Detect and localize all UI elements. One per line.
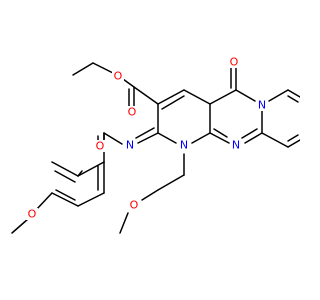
atom-o-ketone: O	[230, 56, 239, 69]
bond-ch2-ch2	[157, 174, 185, 191]
bond-c2-n-exo-b	[135, 127, 155, 139]
molecule-svg: O O O N N N N O O O	[11, 56, 300, 234]
atom-o-methoxy-ethyl: O	[130, 199, 139, 212]
bond-c11a-n11-b	[241, 128, 258, 139]
bond-aryl-6	[51, 192, 79, 207]
bond-o-methyl-aryl	[11, 218, 29, 234]
bond-c10a-n-inner	[213, 128, 228, 138]
bond-n1-c2	[157, 132, 177, 144]
bond-c11a-c10	[261, 132, 289, 148]
bond-ethyl-ch2-o	[92, 62, 114, 74]
bond-c7-c8	[287, 89, 300, 98]
atom-n-exo-imine: N	[126, 139, 134, 152]
bond-n-exo-carbonyl	[103, 132, 123, 145]
atom-o-ester-carbonyl: O	[128, 106, 137, 119]
bond-c10-c9-b	[287, 134, 299, 142]
atom-n-pyrido: N	[258, 99, 266, 112]
bond-n6-c7	[268, 89, 289, 102]
bond-c2-n-exo-a	[137, 132, 159, 144]
bond-o-methyl-ethyl	[119, 212, 129, 234]
bond-aryl-6b	[55, 189, 76, 201]
bond-c3-c4-double-a	[157, 89, 185, 105]
bond-c4a-c5	[209, 89, 237, 105]
atom-n-ring-imine: N	[232, 139, 240, 152]
bond-ch2-o-ethyl	[141, 189, 159, 201]
bond-aryl-1	[77, 161, 105, 177]
bond-c7-c8-b	[287, 95, 299, 103]
atom-o-amide: O	[96, 140, 105, 153]
bond-c3-c4-double-b	[161, 95, 185, 110]
bond-c11a-n11	[244, 132, 263, 144]
atom-o-methoxy-aryl: O	[28, 208, 37, 221]
molecule-structure-diagram: O O O N N N N O O O	[11, 56, 300, 234]
atom-o-ester-ether: O	[114, 70, 123, 83]
bond-aryl-4	[77, 192, 105, 207]
bond-c10-c9	[287, 139, 300, 148]
atom-n-alkyl: N	[180, 139, 188, 152]
bond-c5-n6	[235, 89, 256, 102]
bond-ester-o-c	[122, 78, 135, 88]
bond-c4-c4a	[183, 89, 211, 105]
bond-aryl-2	[77, 170, 83, 177]
atom-label-layer: O O O N N N N O O O	[26, 56, 268, 221]
bond-aryl-o-methoxy	[35, 192, 53, 211]
bond-layer	[11, 62, 300, 234]
bond-c10a-n1	[191, 132, 211, 144]
bond-ethyl-ch3-ch2	[72, 62, 94, 76]
bond-aryl-5	[51, 161, 79, 177]
bond-n11-c10a	[209, 132, 230, 144]
bond-aryl-5b	[54, 170, 76, 183]
bond-ester-c-ring	[133, 86, 159, 105]
